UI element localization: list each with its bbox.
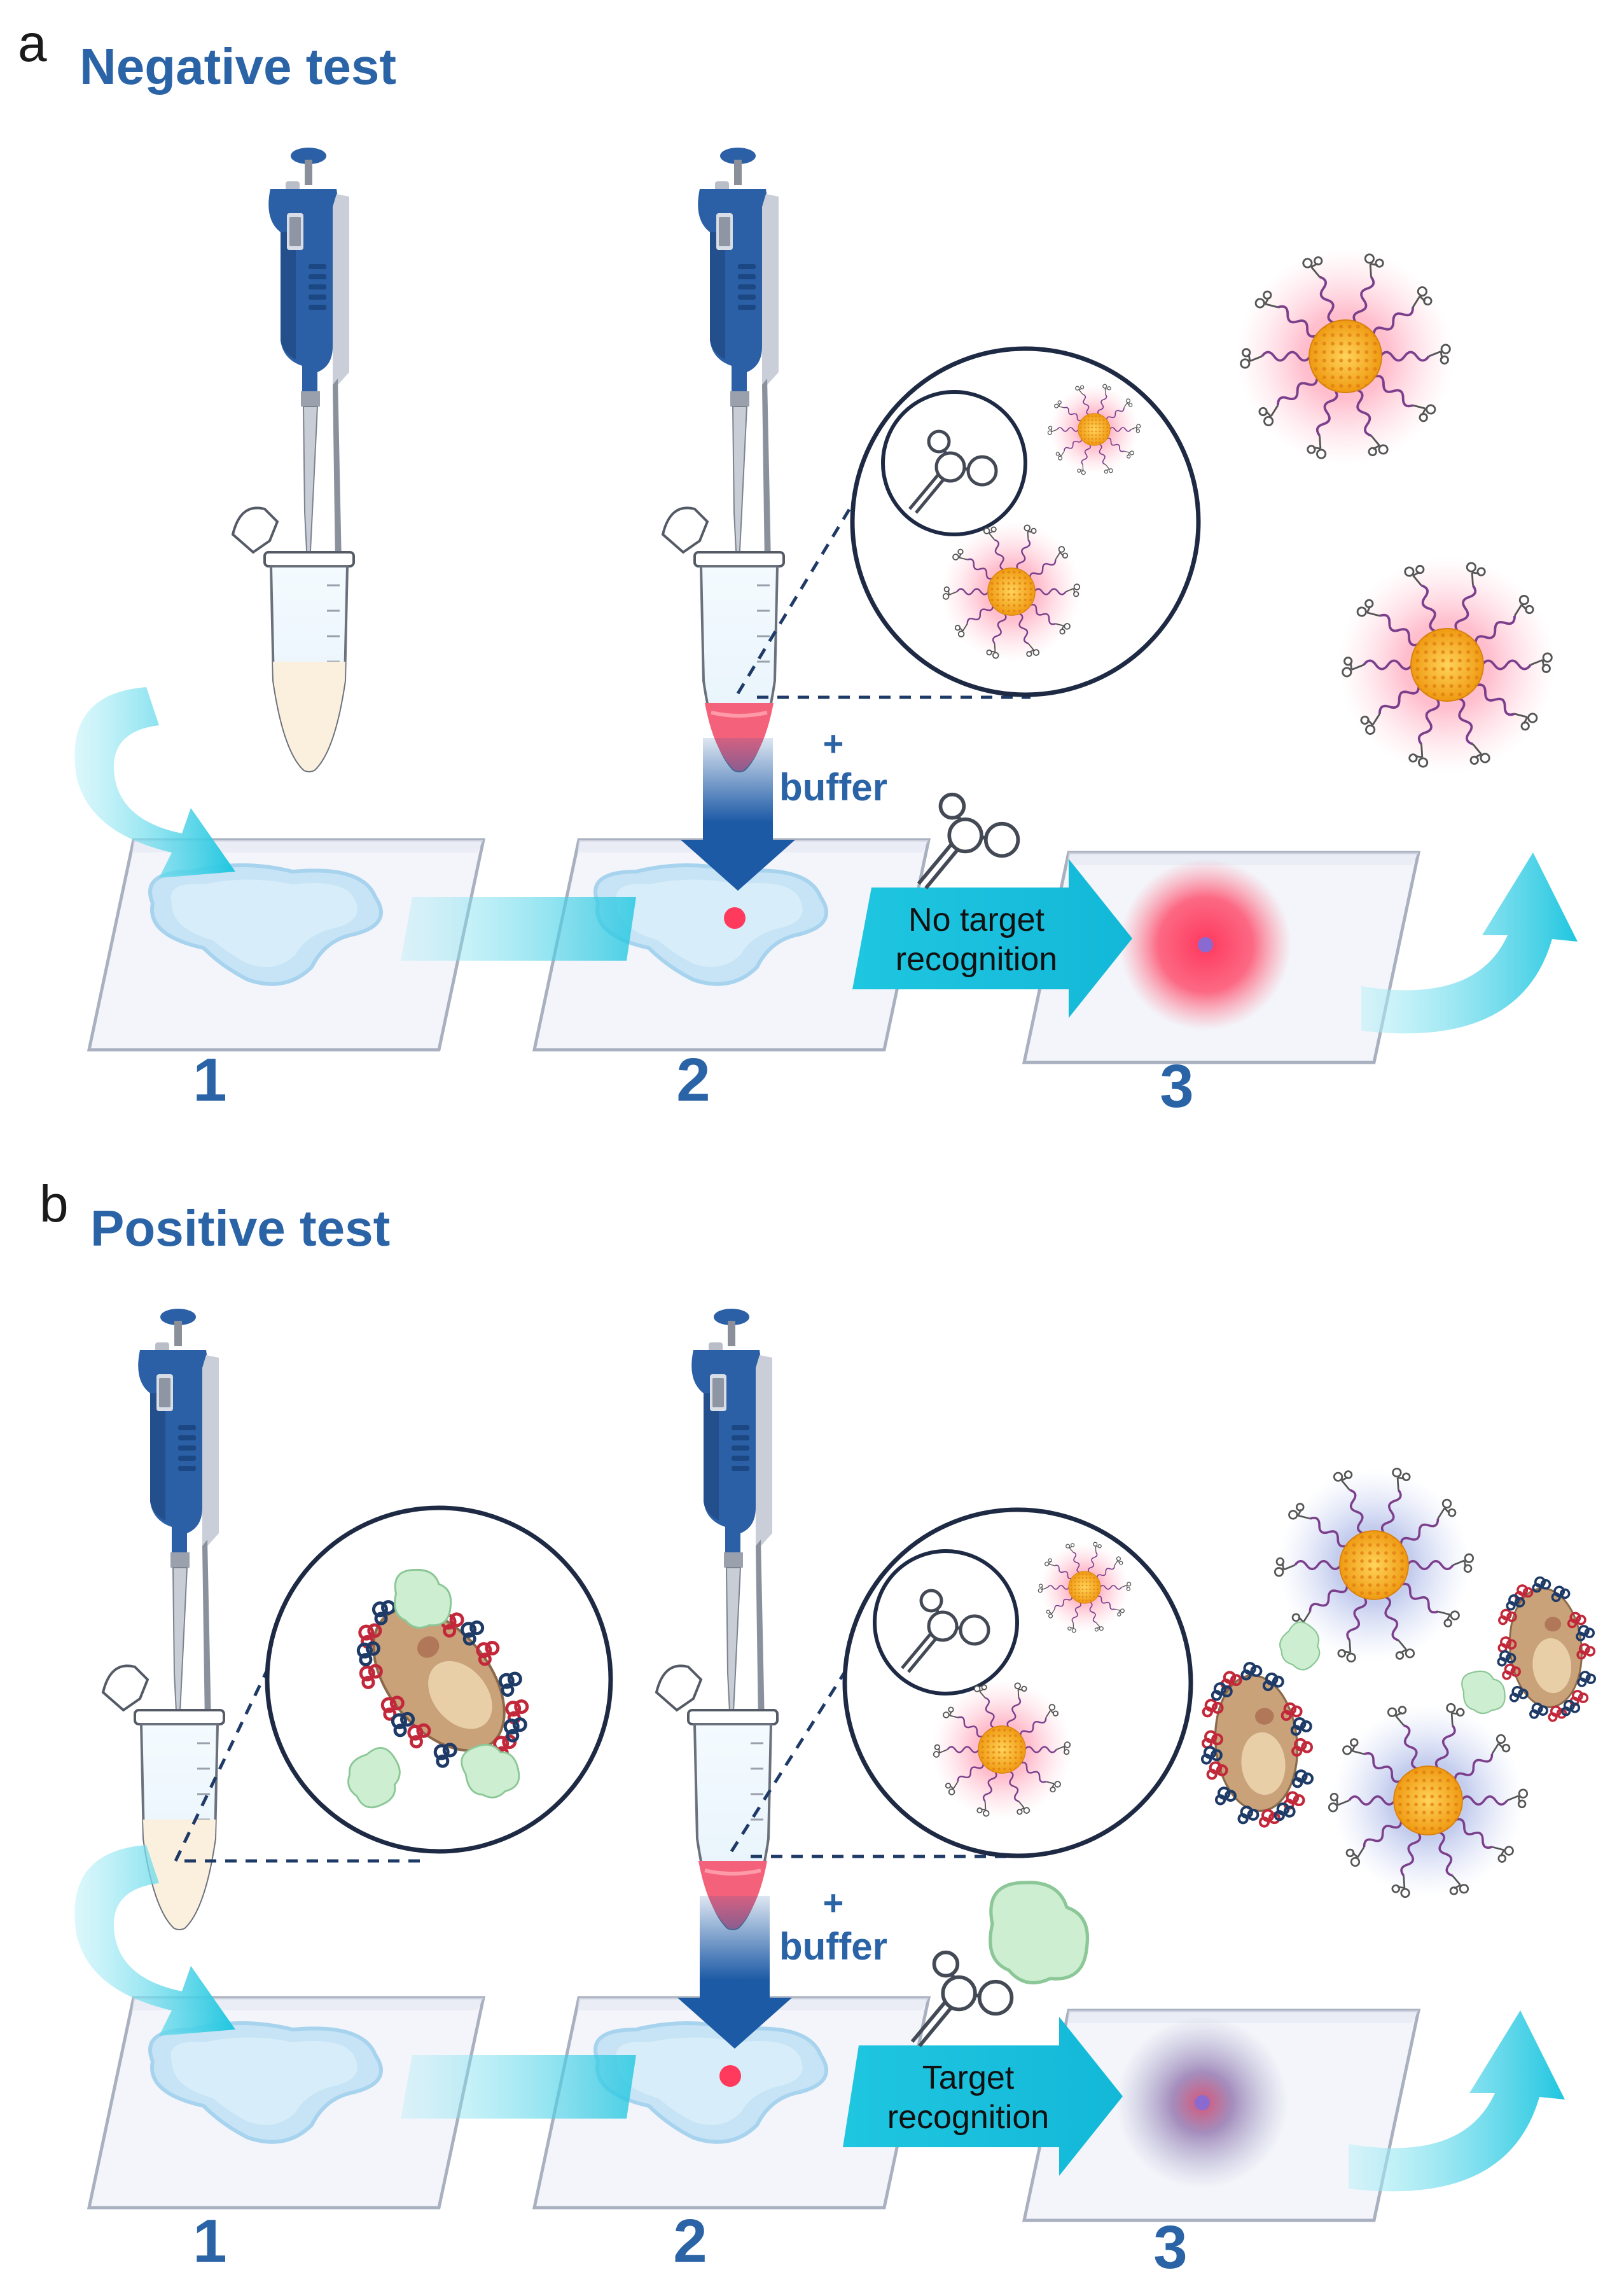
panel-a-title: Negative test	[80, 38, 396, 95]
panel-a-letter: a	[18, 15, 47, 73]
zoom-line	[730, 1608, 886, 1853]
zoom-circle-nanoparticles	[850, 346, 1201, 697]
step-number-3: 3	[1153, 2213, 1187, 2281]
panel-b: b Positive test	[39, 1175, 1601, 2281]
flow-band	[401, 2055, 636, 2119]
buffer-label: buffer	[779, 766, 887, 809]
no-target-arrow	[852, 859, 1132, 1018]
panel-b-letter: b	[39, 1175, 69, 1233]
step-number-3: 3	[1160, 1052, 1193, 1120]
aggregate-cluster	[1194, 1468, 1600, 1898]
zoom-line	[174, 1669, 269, 1862]
step-number-2: 2	[673, 2207, 707, 2275]
plus-sign: +	[823, 1883, 844, 1923]
drop-dot	[724, 907, 746, 929]
arrow-label-line1: Target	[922, 2059, 1015, 2096]
arrow-label-line2: recognition	[896, 941, 1057, 978]
panel-a: a Negative test	[18, 15, 1578, 1120]
target-protein-icon	[1459, 1666, 1509, 1717]
panel-b-title: Positive test	[90, 1200, 390, 1257]
result-center-dot	[1198, 937, 1213, 952]
zoom-circle-nanoparticles	[842, 1507, 1193, 1858]
free-aptamer-icon	[919, 795, 1018, 888]
step-number-1: 1	[193, 1046, 226, 1114]
pipette-icon	[697, 147, 779, 564]
drop-dot	[719, 2065, 741, 2087]
flow-band	[401, 897, 636, 961]
target-protein-icon	[990, 1883, 1088, 1983]
down-arrow	[677, 1896, 792, 2049]
zoom-line	[736, 450, 886, 695]
pipette-icon	[268, 147, 350, 564]
bacterium-icon	[1194, 1659, 1319, 1832]
arrow-label-line2: recognition	[887, 2099, 1049, 2136]
pipette-icon	[137, 1308, 219, 1725]
zoom-circle-bacterium	[265, 1505, 613, 1854]
plus-sign: +	[823, 723, 844, 763]
pipette-icon	[691, 1308, 773, 1725]
bacterium-icon	[1491, 1573, 1600, 1725]
result-center-dot	[1195, 2095, 1210, 2110]
step-number-2: 2	[676, 1046, 710, 1114]
step-number-1: 1	[193, 2207, 226, 2275]
buffer-label: buffer	[779, 1925, 887, 1968]
down-arrow	[681, 738, 795, 891]
target-arrow	[843, 2017, 1123, 2176]
arrow-label-line1: No target	[908, 902, 1044, 938]
